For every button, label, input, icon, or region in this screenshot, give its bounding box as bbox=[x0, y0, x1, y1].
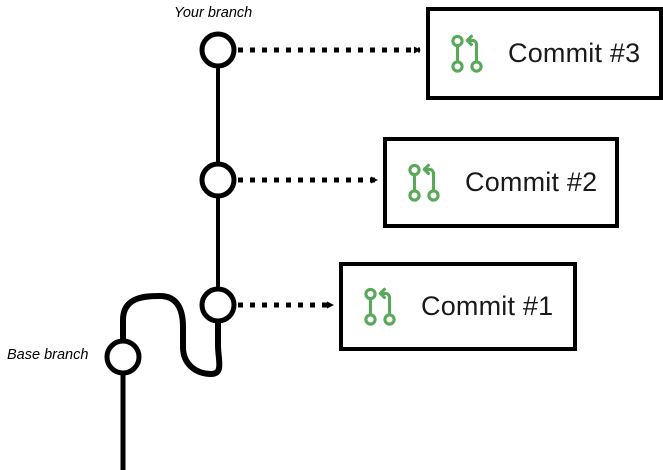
commit-box-3-label: Commit #3 bbox=[508, 38, 641, 68]
commit-box-1-label: Commit #1 bbox=[421, 291, 554, 321]
node-commit-2 bbox=[199, 161, 237, 199]
node-base-branch bbox=[104, 338, 142, 376]
commit-box-1[interactable]: Commit #1 bbox=[339, 262, 577, 351]
base-branch-label: Base branch bbox=[7, 347, 89, 363]
commit-box-2-label: Commit #2 bbox=[465, 167, 598, 197]
commit-box-2[interactable]: Commit #2 bbox=[383, 137, 619, 228]
node-commit-1 bbox=[199, 286, 237, 324]
git-pull-request-icon bbox=[364, 287, 396, 326]
your-branch-label: Your branch bbox=[174, 5, 253, 21]
git-pull-request-icon bbox=[451, 34, 483, 73]
commit-box-3[interactable]: Commit #3 bbox=[426, 7, 663, 100]
node-commit-3 bbox=[199, 31, 237, 69]
git-pull-request-icon bbox=[408, 163, 440, 202]
branch-merge-curve bbox=[120, 293, 223, 377]
